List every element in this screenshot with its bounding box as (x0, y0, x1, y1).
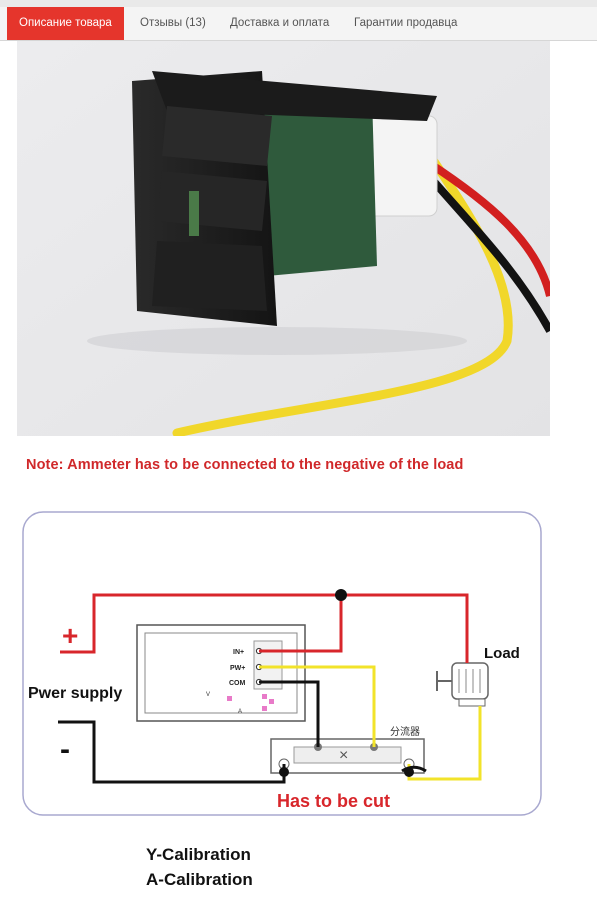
pin-in-label: IN+ (233, 649, 244, 656)
tab-guarantees[interactable]: Гарантии продавца (354, 17, 458, 29)
pin-com-label: COM (229, 680, 246, 687)
tab-delivery[interactable]: Доставка и оплата (230, 17, 330, 29)
supply-label: Pwer supply (28, 685, 122, 702)
shunt-label: 分流器 (390, 725, 420, 738)
meter-a-label: A (238, 709, 242, 715)
cut-label: Has to be cut (277, 791, 390, 811)
meter-v-label: V (206, 692, 210, 698)
wiring-note: Note: Ammeter has to be connected to the… (26, 457, 464, 473)
tab-reviews[interactable]: Отзывы (13) (140, 17, 206, 29)
product-photo (17, 41, 550, 436)
pin-pw-label: PW+ (230, 665, 245, 672)
tab-description[interactable]: Описание товара (7, 7, 124, 40)
cut-mark: × (339, 747, 348, 764)
load-motor (451, 662, 489, 700)
product-tabs: Описание товара Отзывы (13) Доставка и о… (0, 7, 597, 41)
load-label: Load (484, 645, 520, 662)
minus-label: - (60, 733, 70, 766)
y-calibration-label: Y-Calibration (146, 845, 251, 864)
junction-dot (335, 589, 347, 601)
a-calibration-label: A-Calibration (146, 870, 253, 889)
browser-top-strip (0, 0, 597, 7)
plus-label: + (62, 620, 78, 651)
wiring-diagram: + - Pwer supply Load IN+ PW+ COM V A 分流器… (22, 511, 542, 816)
